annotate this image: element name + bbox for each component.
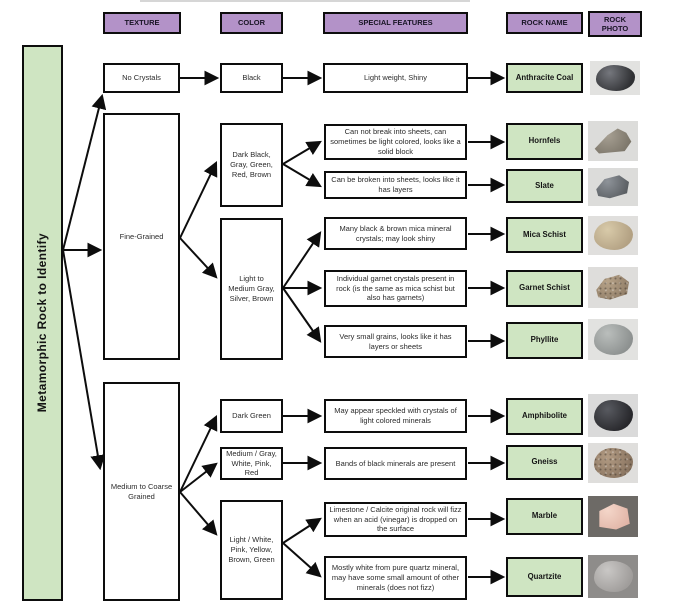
mica-schist-photo (588, 216, 638, 255)
hornfels-photo (588, 121, 638, 161)
texture-box-fine-grained: Fine-Grained (103, 113, 180, 360)
header-rock-photo: ROCK PHOTO (588, 11, 642, 37)
rock-name-marble: Marble (506, 498, 583, 535)
feature-box-cannot-break-into-sheets: Can not break into sheets, can sometimes… (324, 124, 467, 160)
arrow (282, 163, 322, 188)
rock-name-slate: Slate (506, 169, 583, 203)
arrow (282, 517, 322, 544)
arrow (179, 160, 218, 239)
slate-photo (588, 168, 638, 206)
anthracite-coal-photo (590, 61, 640, 95)
rock-image (599, 503, 630, 530)
root-label: Metamorphic Rock to Identify (34, 233, 49, 413)
rock-image (593, 448, 633, 478)
arrow (62, 249, 106, 471)
feature-box-bands-of-black-minerals: Bands of black minerals are present (324, 447, 467, 480)
texture-box-medium-to-coarse: Medium to Coarse Grained (103, 382, 180, 601)
feature-box-garnet-crystals: Individual garnet crystals present in ro… (324, 270, 467, 307)
rock-image (593, 560, 633, 593)
feature-box-mica-crystals: Many black & brown mica mineral crystals… (324, 217, 467, 250)
rock-image (593, 399, 633, 432)
arrow (62, 93, 107, 251)
color-box-light-white-pink-yellow-brown-green: Light / White, Pink, Yellow, Brown, Gree… (220, 500, 283, 600)
arrow (282, 140, 322, 165)
color-box-light-to-medium-gray-silver-brown: Light to Medium Gray, Silver, Brown (220, 218, 283, 360)
arrow (179, 491, 218, 536)
rock-image (594, 128, 632, 154)
rock-name-amphibolite: Amphibolite (506, 398, 583, 435)
header-color: COLOR (220, 12, 283, 34)
color-box-black: Black (220, 63, 283, 93)
feature-box-mostly-white-quartz: Mostly white from pure quartz mineral, m… (324, 556, 467, 600)
color-box-medium-gray-white-pink-red: Medium / Gray, White, Pink, Red (220, 447, 283, 480)
amphibolite-photo (588, 394, 638, 437)
arrow (179, 414, 218, 493)
header-texture: TEXTURE (103, 12, 181, 34)
feature-box-fizz-with-acid: Limestone / Calcite original rock will f… (324, 502, 467, 537)
rock-image (593, 221, 633, 250)
cropped-top-artifact (140, 0, 470, 2)
phyllite-photo (588, 319, 638, 360)
feature-box-very-small-grains: Very small grains, looks like it has lay… (324, 325, 467, 358)
texture-box-no-crystals: No Crystals (103, 63, 180, 93)
rock-name-quartzite: Quartzite (506, 557, 583, 597)
color-box-dark-green: Dark Green (220, 399, 283, 433)
rock-name-mica-schist: Mica Schist (506, 217, 583, 253)
rock-name-gneiss: Gneiss (506, 445, 583, 480)
color-box-dark-black-gray-green-red-brown: Dark Black, Gray, Green, Red, Brown (220, 123, 283, 207)
garnet-schist-photo (588, 267, 638, 308)
root-box-metamorphic-rock: Metamorphic Rock to Identify (22, 45, 63, 601)
arrow (282, 542, 322, 578)
quartzite-photo (588, 555, 638, 598)
gneiss-photo (588, 443, 638, 483)
feature-box-light-weight-shiny: Light weight, Shiny (323, 63, 468, 93)
rock-name-phyllite: Phyllite (506, 322, 583, 359)
arrow (282, 231, 322, 289)
rock-image (595, 65, 635, 91)
marble-photo (588, 496, 638, 537)
header-rock-name: ROCK NAME (506, 12, 583, 34)
rock-image (596, 175, 629, 199)
rock-image (596, 274, 629, 300)
rock-name-garnet-schist: Garnet Schist (506, 270, 583, 307)
header-special-features: SPECIAL FEATURES (323, 12, 468, 34)
arrow (179, 237, 218, 279)
rock-name-hornfels: Hornfels (506, 123, 583, 160)
rock-image (593, 324, 633, 355)
feature-box-can-be-broken-into-sheets: Can be broken into sheets, looks like it… (324, 171, 467, 199)
rock-name-anthracite-coal: Anthracite Coal (506, 63, 583, 93)
arrow (282, 287, 322, 343)
feature-box-speckled-crystals: May appear speckled with crystals of lig… (324, 399, 467, 433)
arrow (179, 462, 218, 493)
